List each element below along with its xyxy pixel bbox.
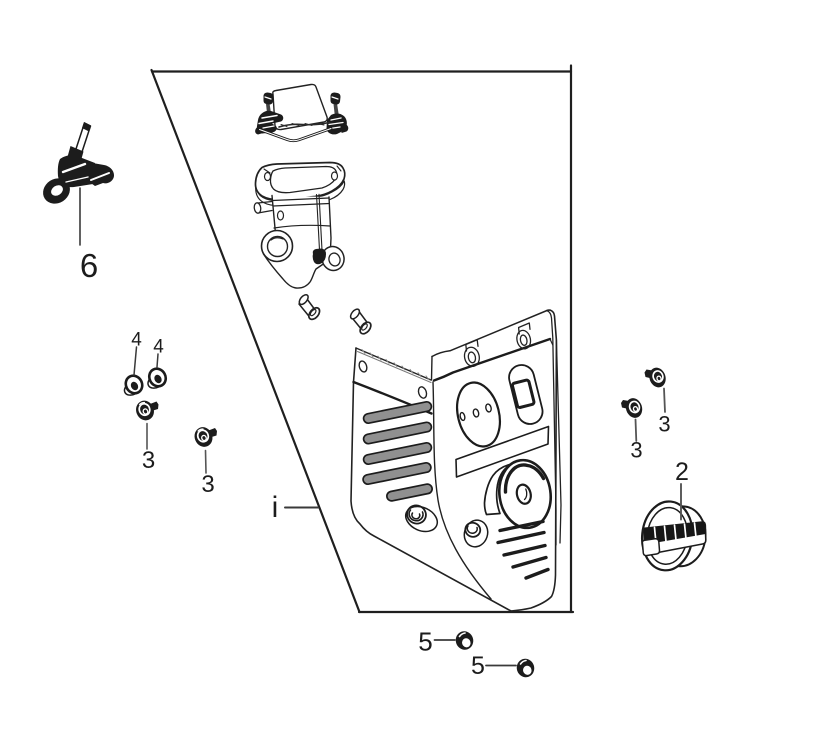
svg-text:4: 4 (131, 330, 142, 351)
svg-text:2: 2 (675, 458, 689, 486)
svg-text:3: 3 (201, 471, 214, 498)
svg-text:3: 3 (630, 438, 642, 463)
svg-text:6: 6 (80, 247, 98, 284)
svg-text:4: 4 (153, 337, 164, 358)
svg-text:3: 3 (142, 447, 155, 474)
svg-text:5: 5 (471, 652, 485, 680)
svg-text:i: i (272, 491, 279, 524)
svg-text:5: 5 (418, 627, 432, 657)
svg-text:3: 3 (658, 412, 670, 437)
